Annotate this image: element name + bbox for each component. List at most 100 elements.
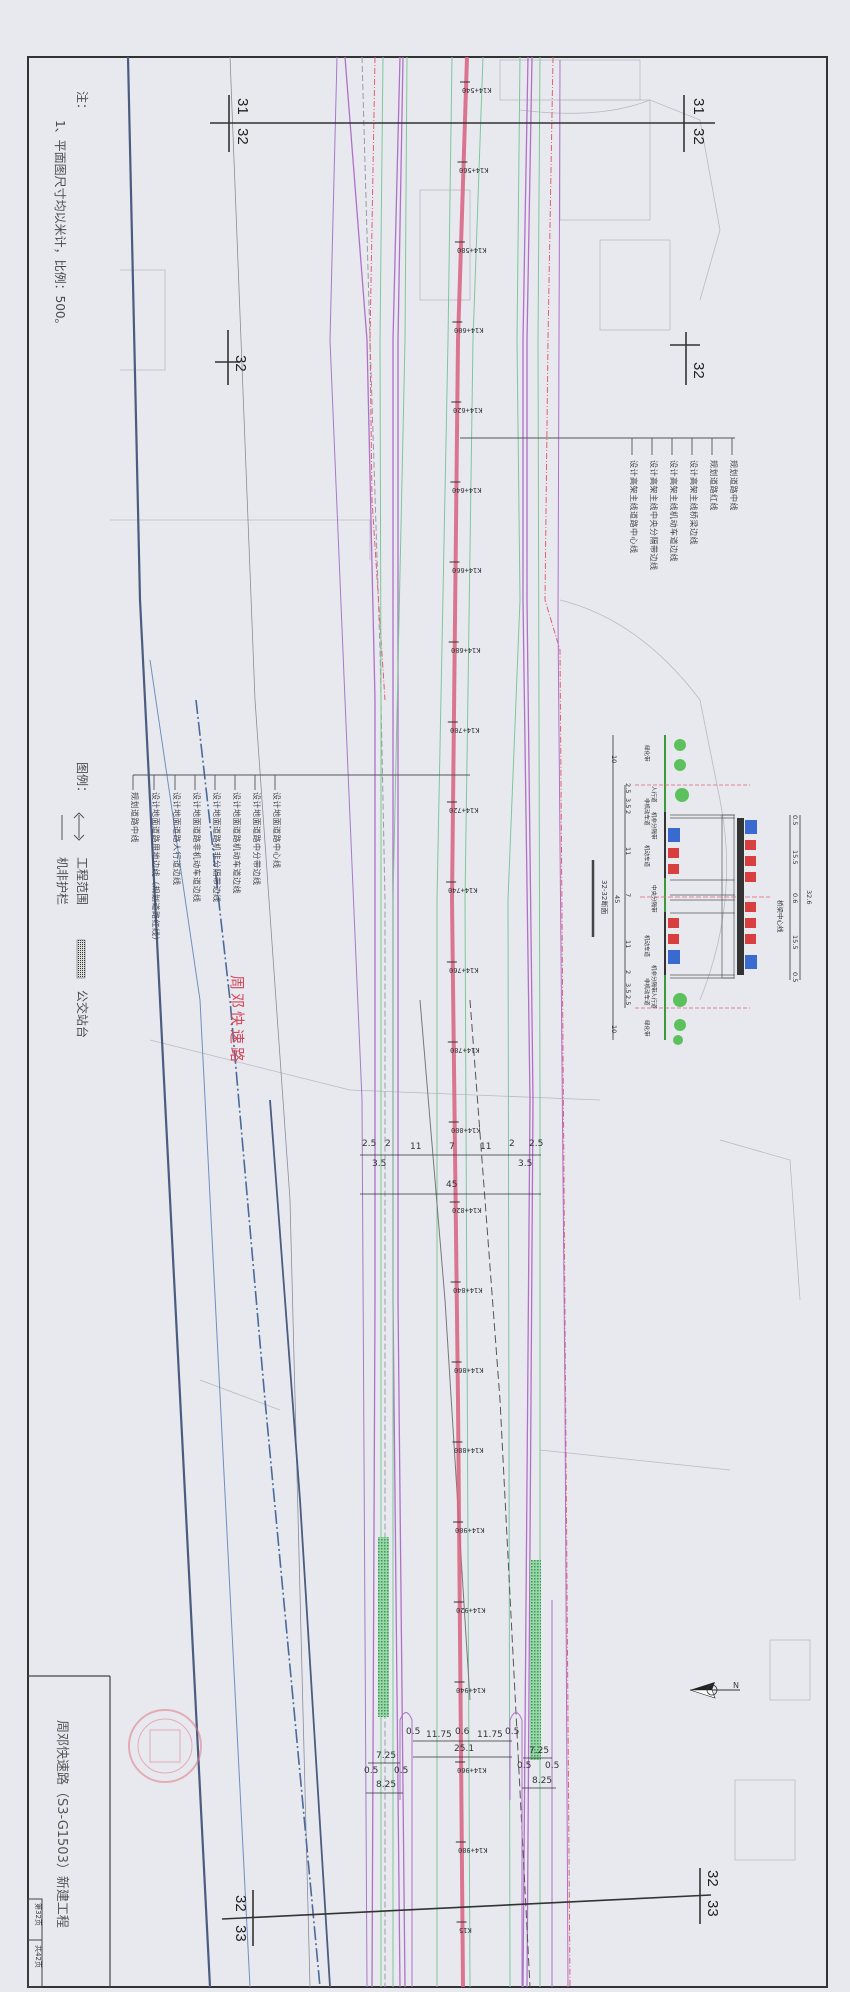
cross-section-total: 32.6 <box>805 890 813 905</box>
station-label: K14+820 <box>451 1206 482 1214</box>
station-label: K14+960 <box>457 1766 487 1774</box>
road-name-label: 周邓快速路 <box>228 975 246 1066</box>
line-legend-item: 设计地面道路非机动车道边线 <box>192 792 201 903</box>
cross-section-dim: 15.5 <box>791 935 799 950</box>
cross-section-dim: 10 <box>610 1025 618 1034</box>
cross-section-label: 绿化带 <box>643 745 649 762</box>
station-label: K14+980 <box>457 1846 488 1854</box>
line-legend-item: 设计高架主线机动车道边线 <box>669 460 678 562</box>
cross-section-label: 机非分隔带 <box>650 812 656 840</box>
legend-item-bus-stop: 公交站台 <box>75 990 89 1039</box>
station-label: K14+620 <box>453 406 483 414</box>
cross-section-dim: 15.5 <box>791 850 799 865</box>
cross-section-dim: 7 <box>624 893 632 898</box>
dim-label: 7.25 <box>529 1746 550 1756</box>
north-arrow-icon <box>689 1682 740 1699</box>
cross-section-label: 非机动车道 <box>643 798 649 826</box>
cross-section-dim: 0.5 <box>791 972 799 983</box>
dim-label: 2.5 <box>529 1139 544 1149</box>
section-mark-top-right-a: 31 <box>690 98 707 115</box>
dim-total: 25.1 <box>454 1744 475 1754</box>
section-mark-bottom-left-a: 32 <box>232 1895 249 1912</box>
dim-label: 0.6 <box>455 1727 470 1737</box>
cross-section-dim: 0.6 <box>791 893 799 904</box>
line-legend-item: 设计高架主线道路中心线 <box>629 460 638 554</box>
dim-label: 0.5 <box>545 1761 560 1771</box>
existing-features <box>110 59 811 1861</box>
station-label: K14+540 <box>461 86 492 94</box>
cross-section-drawing <box>591 735 801 1045</box>
station-label: K14+640 <box>452 486 482 494</box>
section-mark-top-right-b: 32 <box>690 128 707 145</box>
bus-stop-left <box>378 1537 389 1717</box>
dim-total: 8.25 <box>532 1776 553 1786</box>
station-label: K14+940 <box>456 1686 486 1694</box>
station-label: K14+560 <box>459 166 489 174</box>
cross-section-dim: 2.5 <box>624 783 632 794</box>
section-mark-bottom-right-a: 32 <box>704 1870 721 1887</box>
bridge-centerline-label: 桥梁中心线 <box>776 900 784 933</box>
station-label: K14+740 <box>448 886 478 894</box>
dim-label: 11 <box>410 1142 422 1152</box>
legend-symbols <box>61 812 85 841</box>
section-cut-right: 32 <box>690 362 707 379</box>
station-label: K14+880 <box>454 1446 484 1454</box>
legend-leaders <box>132 437 735 790</box>
dim-label: 2 <box>509 1139 515 1149</box>
cross-section-label: 机动车道 <box>643 935 649 958</box>
cross-section-total: 45 <box>613 895 621 904</box>
drawing-frame <box>27 56 828 1988</box>
station-label: K14+900 <box>455 1526 485 1534</box>
dim-label: 11 <box>480 1142 492 1152</box>
dim-label: 0.5 <box>394 1766 409 1776</box>
dim-label: 0.5 <box>505 1727 520 1737</box>
cross-section-dim: 2 <box>624 970 632 975</box>
station-label: K14+580 <box>456 246 487 254</box>
dim-total: 45 <box>446 1180 458 1190</box>
station-label: K14+680 <box>450 646 481 654</box>
notes-heading: 注： <box>75 91 89 116</box>
station-label: K14+760 <box>448 966 479 974</box>
station-label: K14+600 <box>454 326 484 334</box>
corridor-lines <box>329 56 571 1988</box>
line-legend-item: 规划道路中线 <box>729 460 738 511</box>
section-mark-bottom-right-b: 33 <box>704 1900 721 1917</box>
cross-section-dim: 11 <box>624 847 632 856</box>
dim-label: 3.5 <box>518 1159 533 1169</box>
dim-label: 11.75 <box>426 1730 452 1740</box>
cross-section-dim: 11 <box>624 940 632 949</box>
cross-section-label: 机动车道 <box>643 845 649 868</box>
tree-icons <box>673 739 689 1045</box>
dim-label: 7 <box>449 1142 455 1152</box>
dim-label: 2.5 <box>362 1139 377 1149</box>
note-item-1: 1、平面图尺寸均以米计，比例：500。 <box>53 120 67 331</box>
cross-section-title: 32-32断面 <box>600 880 608 915</box>
section-mark-top-left-b: 32 <box>234 128 251 145</box>
line-legend-item: 设计地面道路人行道边线 <box>172 792 181 886</box>
north-label: N <box>733 1681 739 1690</box>
cross-section-label: 中央分隔带 <box>650 885 656 913</box>
line-legend-item: 设计地面道路机动车道边线 <box>232 792 241 894</box>
dim-label: 0.5 <box>517 1761 532 1771</box>
section-cut-left: 32 <box>232 355 249 372</box>
station-label: K14+800 <box>450 1126 481 1134</box>
station-label: K14+860 <box>453 1366 484 1374</box>
station-label: K14+700 <box>449 726 480 734</box>
cross-section-label: 人行道 <box>650 992 656 1009</box>
line-legend-item: 设计地面道路中心线 <box>272 792 281 869</box>
line-legend-item: 规划道路中线 <box>130 792 139 843</box>
legend-heading: 图例： <box>75 762 89 799</box>
section-lines <box>210 95 715 1946</box>
dim-label: 7.25 <box>376 1751 397 1761</box>
legend-item-guardrail: 机非护栏 <box>55 857 69 906</box>
dim-label: 3.5 <box>372 1159 387 1169</box>
station-label: K14+780 <box>449 1046 480 1054</box>
station-label: K14+840 <box>452 1286 483 1294</box>
cross-section-dim: 2 <box>624 810 632 815</box>
bus-stop-hatched-icon <box>76 939 86 979</box>
cross-section-dim: 2.5 <box>624 995 632 1006</box>
section-mark-bottom-left-b: 33 <box>232 1925 249 1942</box>
seal-stamp <box>128 1709 202 1783</box>
dim-label: 2 <box>385 1139 391 1149</box>
line-legend-item: 设计地面道路中分带边线 <box>252 792 261 886</box>
